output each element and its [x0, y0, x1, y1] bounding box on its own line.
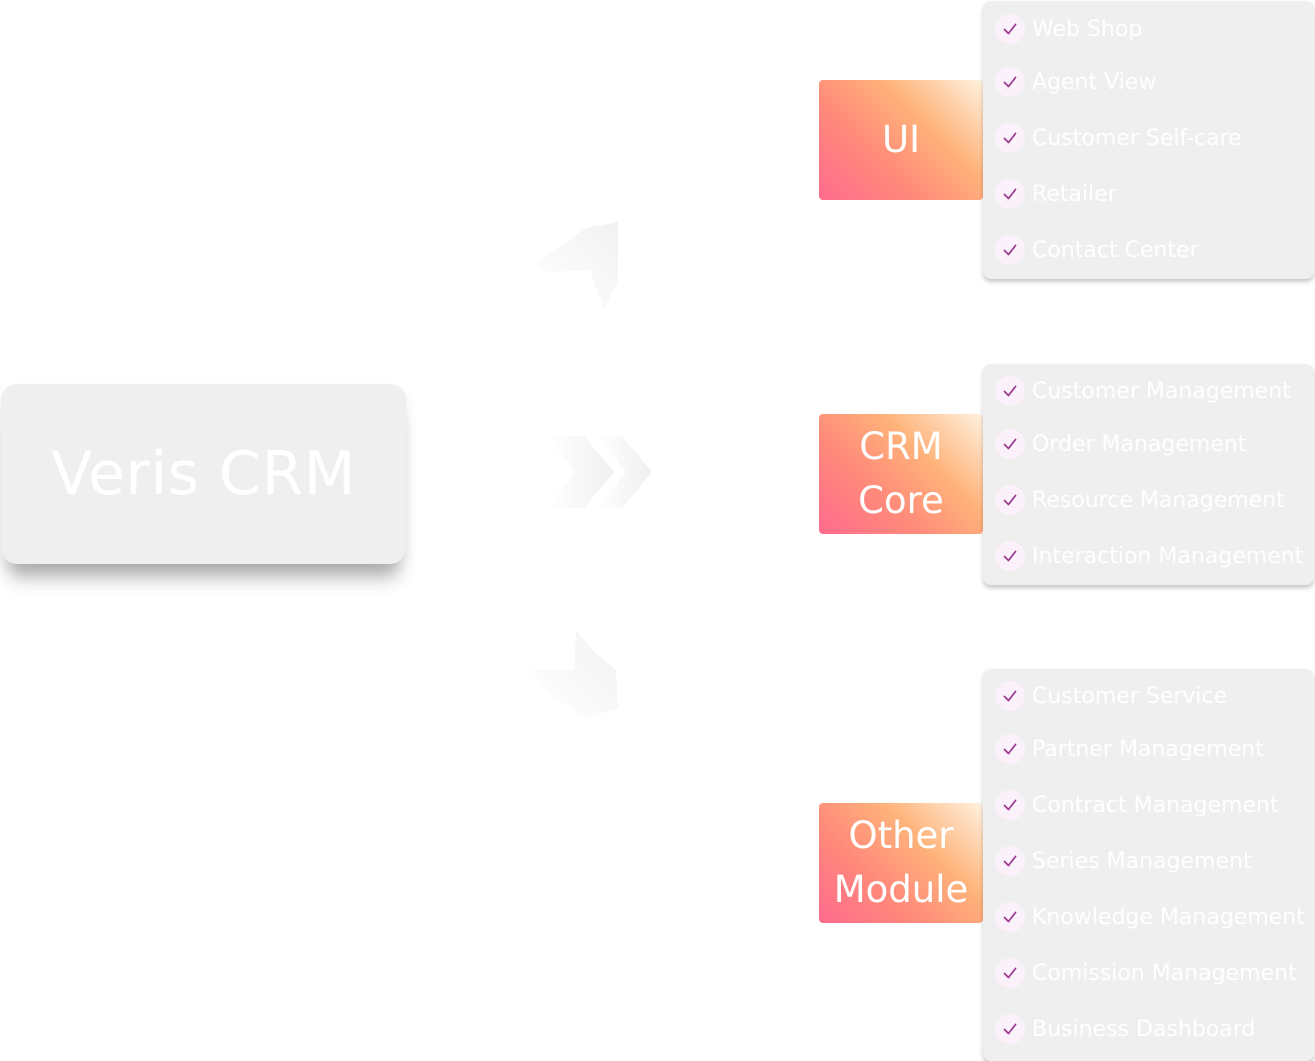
check-icon: [995, 846, 1025, 876]
feature-label: Comission Management: [1032, 960, 1297, 986]
feature-card-other-module: Customer Service Partner Management Cont…: [983, 669, 1314, 1061]
feature-item: Agent View: [995, 66, 1156, 98]
check-icon: [995, 235, 1025, 265]
feature-label: Partner Management: [1032, 736, 1264, 762]
feature-item: Series Management: [995, 845, 1252, 877]
feature-label: Interaction Management: [1032, 543, 1304, 569]
check-icon: [995, 179, 1025, 209]
check-icon: [995, 681, 1025, 711]
feature-item: Partner Management: [995, 733, 1264, 765]
check-icon: [995, 790, 1025, 820]
feature-item: Web Shop: [995, 13, 1142, 45]
feature-item: Knowledge Management: [995, 901, 1305, 933]
feature-item: Order Management: [995, 428, 1246, 460]
veris-crm-box: Veris CRM: [1, 384, 406, 564]
feature-label: Customer Service: [1032, 683, 1228, 709]
feature-label: Customer Management: [1032, 378, 1291, 404]
feature-label: Knowledge Management: [1032, 904, 1305, 930]
feature-card-crm-core: Customer Management Order Management Res…: [983, 364, 1314, 585]
feature-label: Contract Management: [1032, 792, 1279, 818]
feature-label: Series Management: [1032, 848, 1252, 874]
feature-card-ui: Web Shop Agent View Customer Self-care R…: [983, 1, 1314, 279]
feature-item: Customer Self-care: [995, 122, 1242, 154]
feature-label: Customer Self-care: [1032, 125, 1242, 151]
connector-arrows: [530, 222, 652, 718]
feature-label: Retailer: [1032, 181, 1117, 207]
check-icon: [995, 123, 1025, 153]
feature-label: Resource Management: [1032, 487, 1285, 513]
check-icon: [995, 902, 1025, 932]
check-icon: [995, 1014, 1025, 1044]
feature-label: Order Management: [1032, 431, 1247, 457]
module-tag-line: Other: [848, 814, 954, 858]
arrow-up-right-icon: [536, 222, 618, 310]
main-title: Veris CRM: [51, 439, 356, 509]
feature-label: Web Shop: [1032, 16, 1143, 42]
feature-item: Customer Management: [995, 375, 1291, 407]
feature-label: Agent View: [1032, 69, 1157, 95]
feature-item: Customer Service: [995, 680, 1227, 712]
module-tag-other-module: Other Module: [819, 803, 983, 923]
check-icon: [995, 14, 1025, 44]
feature-item: Contact Center: [995, 234, 1199, 266]
check-icon: [995, 429, 1025, 459]
check-icon: [995, 541, 1025, 571]
check-icon: [995, 485, 1025, 515]
check-icon: [995, 67, 1025, 97]
feature-item: Contract Management: [995, 789, 1279, 821]
feature-item: Interaction Management: [995, 540, 1303, 572]
check-icon: [995, 734, 1025, 764]
double-chevron-right-icon: [546, 436, 652, 508]
check-icon: [995, 376, 1025, 406]
feature-item: Resource Management: [995, 484, 1285, 516]
module-tag-line: UI: [882, 118, 920, 162]
feature-label: Contact Center: [1032, 237, 1199, 263]
feature-item: Retailer: [995, 178, 1117, 210]
module-tag-ui: UI: [819, 80, 983, 200]
feature-item: Business Dashboard: [995, 1013, 1255, 1045]
feature-item: Comission Management: [995, 957, 1297, 989]
module-tag-line: Core: [858, 479, 944, 522]
arrow-down-right-icon: [530, 630, 618, 718]
module-tag-line: Module: [833, 868, 969, 911]
check-icon: [995, 958, 1025, 988]
module-tag-crm-core: CRM Core: [819, 414, 983, 534]
module-tag-line: CRM: [859, 425, 943, 469]
feature-label: Business Dashboard: [1032, 1016, 1256, 1042]
